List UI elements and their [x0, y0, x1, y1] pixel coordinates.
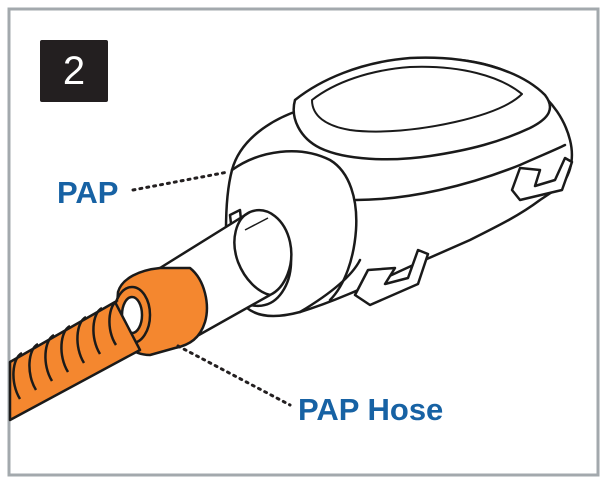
pap-hose-icon [8, 298, 142, 422]
pap-label: PAP [57, 175, 119, 210]
pap-hose-label: PAP Hose [298, 392, 444, 427]
pap-leader-line [131, 170, 230, 192]
pap-device-icon [224, 56, 574, 318]
step-number-badge: 2 [40, 40, 108, 102]
hose-leader-line [176, 344, 292, 407]
